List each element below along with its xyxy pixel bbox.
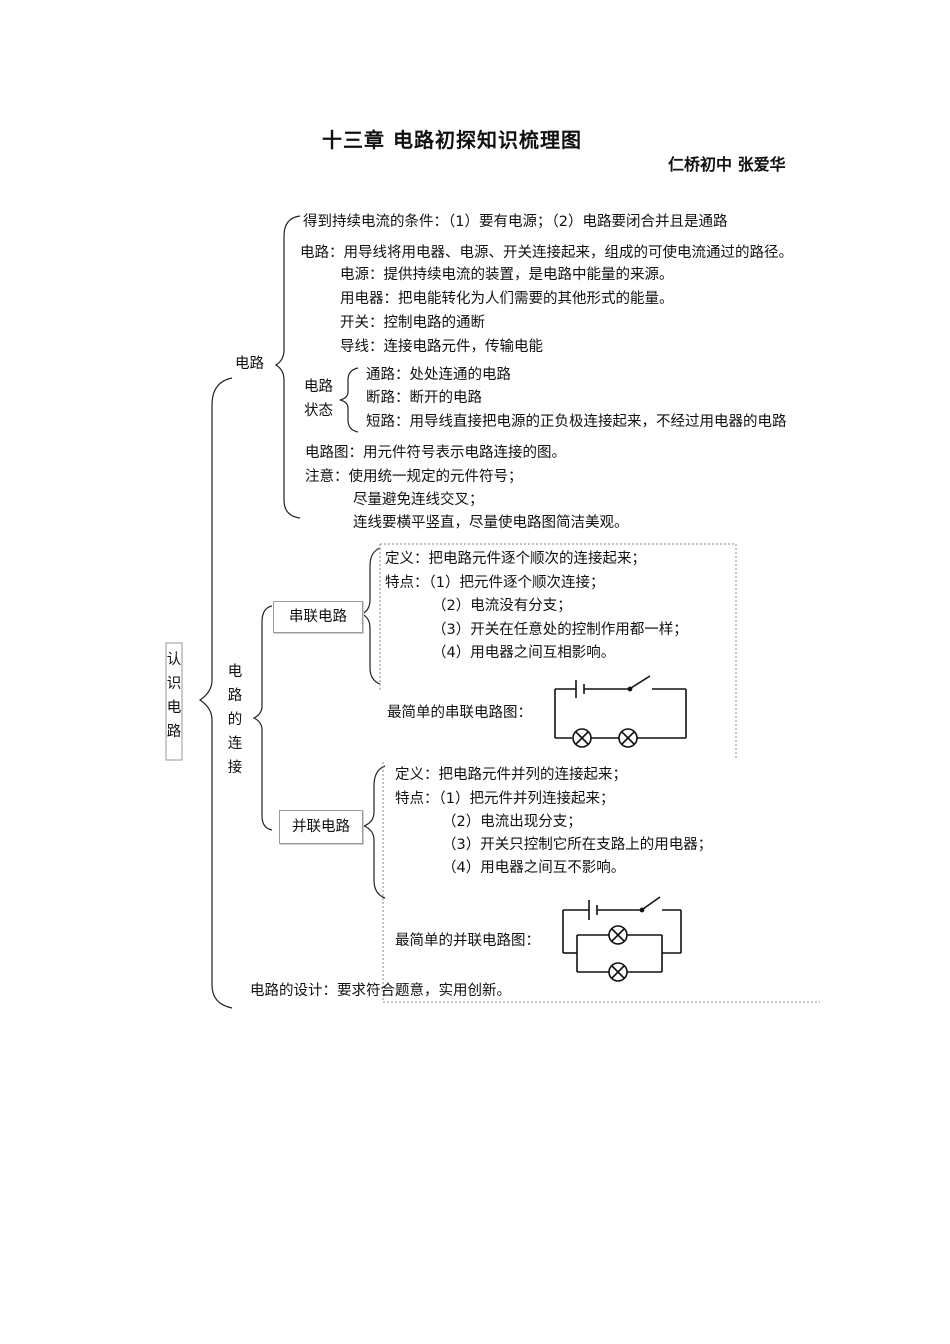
parallel-switch-pivot (639, 907, 645, 913)
series-circuit-diagram (554, 675, 687, 748)
parallel-switch-arm (642, 896, 661, 910)
root-label-border (165, 642, 183, 761)
circuit-label: 电路 (235, 356, 264, 372)
circuit-appliance: 用电器：把电能转化为人们需要的其他形式的能量。 (340, 291, 674, 307)
series-feature-1: 特点：（1）把元件逐个顺次连接； (385, 575, 605, 591)
series-feature-2: （2）电流没有分支； (432, 598, 572, 614)
parallel-feature-2: （2）电流出现分支； (442, 814, 582, 830)
parallel-definition: 定义：把电路元件并列的连接起来； (395, 767, 627, 783)
connection-label: 电路的连接 (227, 664, 243, 776)
parallel-circuit-diagram (562, 896, 682, 982)
parallel-diagram-label: 最简单的并联电路图： (395, 933, 540, 949)
series-switch-pivot (627, 686, 633, 692)
series-diagram-label: 最简单的串联电路图： (387, 705, 532, 721)
states-label-line2: 状态 (304, 403, 333, 419)
series-bracket (360, 547, 381, 685)
connection-bracket (252, 605, 273, 831)
state-open: 断路：断开的电路 (366, 390, 482, 406)
parallel-box: 并联电路 (279, 810, 363, 844)
circuit-switch: 开关：控制电路的通断 (340, 315, 485, 331)
circuit-wire: 导线：连接电路元件，传输电能 (340, 339, 543, 355)
parallel-label: 并联电路 (292, 819, 350, 835)
note-3: 连线要横平竖直，尽量使电路图简洁美观。 (353, 515, 629, 531)
parallel-feature-4: （4）用电器之间互不影响。 (442, 860, 626, 876)
series-label: 串联电路 (289, 609, 347, 625)
state-short: 短路：用导线直接把电源的正负极连接起来，不经过用电器的电路 (366, 414, 787, 430)
states-bracket (339, 367, 359, 433)
note-2: 尽量避免连线交叉； (353, 492, 484, 508)
design-line: 电路的设计：要求符合题意，实用创新。 (250, 983, 511, 999)
circuit-diagram-def: 电路图：用元件符号表示电路连接的图。 (305, 445, 566, 461)
circuit-condition: 得到持续电流的条件：（1）要有电源；（2）电路要闭合并且是通路 (303, 214, 728, 230)
parallel-feature-3: （3）开关只控制它所在支路上的用电器； (442, 837, 713, 853)
note-1: 注意：使用统一规定的元件符号； (305, 469, 523, 485)
circuit-source: 电源：提供持续电流的装置，是电路中能量的来源。 (340, 267, 674, 283)
parallel-bracket (362, 765, 386, 899)
states-label-line1: 电路 (304, 379, 333, 395)
circuit-bracket (274, 215, 301, 519)
parallel-feature-1: 特点：（1）把元件并列连接起来； (395, 791, 615, 807)
state-closed: 通路：处处连通的电路 (366, 367, 511, 383)
series-feature-3: （3）开关在任意处的控制作用都一样； (432, 622, 688, 638)
series-switch-arm (630, 675, 651, 689)
author-line: 仁桥初中 张爱华 (668, 155, 786, 174)
series-definition: 定义：把电路元件逐个顺次的连接起来； (385, 551, 646, 567)
series-feature-4: （4）用电器之间互相影响。 (432, 645, 616, 661)
series-box: 串联电路 (273, 601, 363, 633)
root-bracket (198, 377, 233, 1009)
circuit-definition: 电路：用导线将用电器、电源、开关连接起来，组成的可使电流通过的路径。 (300, 245, 793, 261)
page-title: 十三章 电路初探知识梳理图 (322, 128, 582, 152)
root-label: 认识电路 (166, 652, 182, 740)
